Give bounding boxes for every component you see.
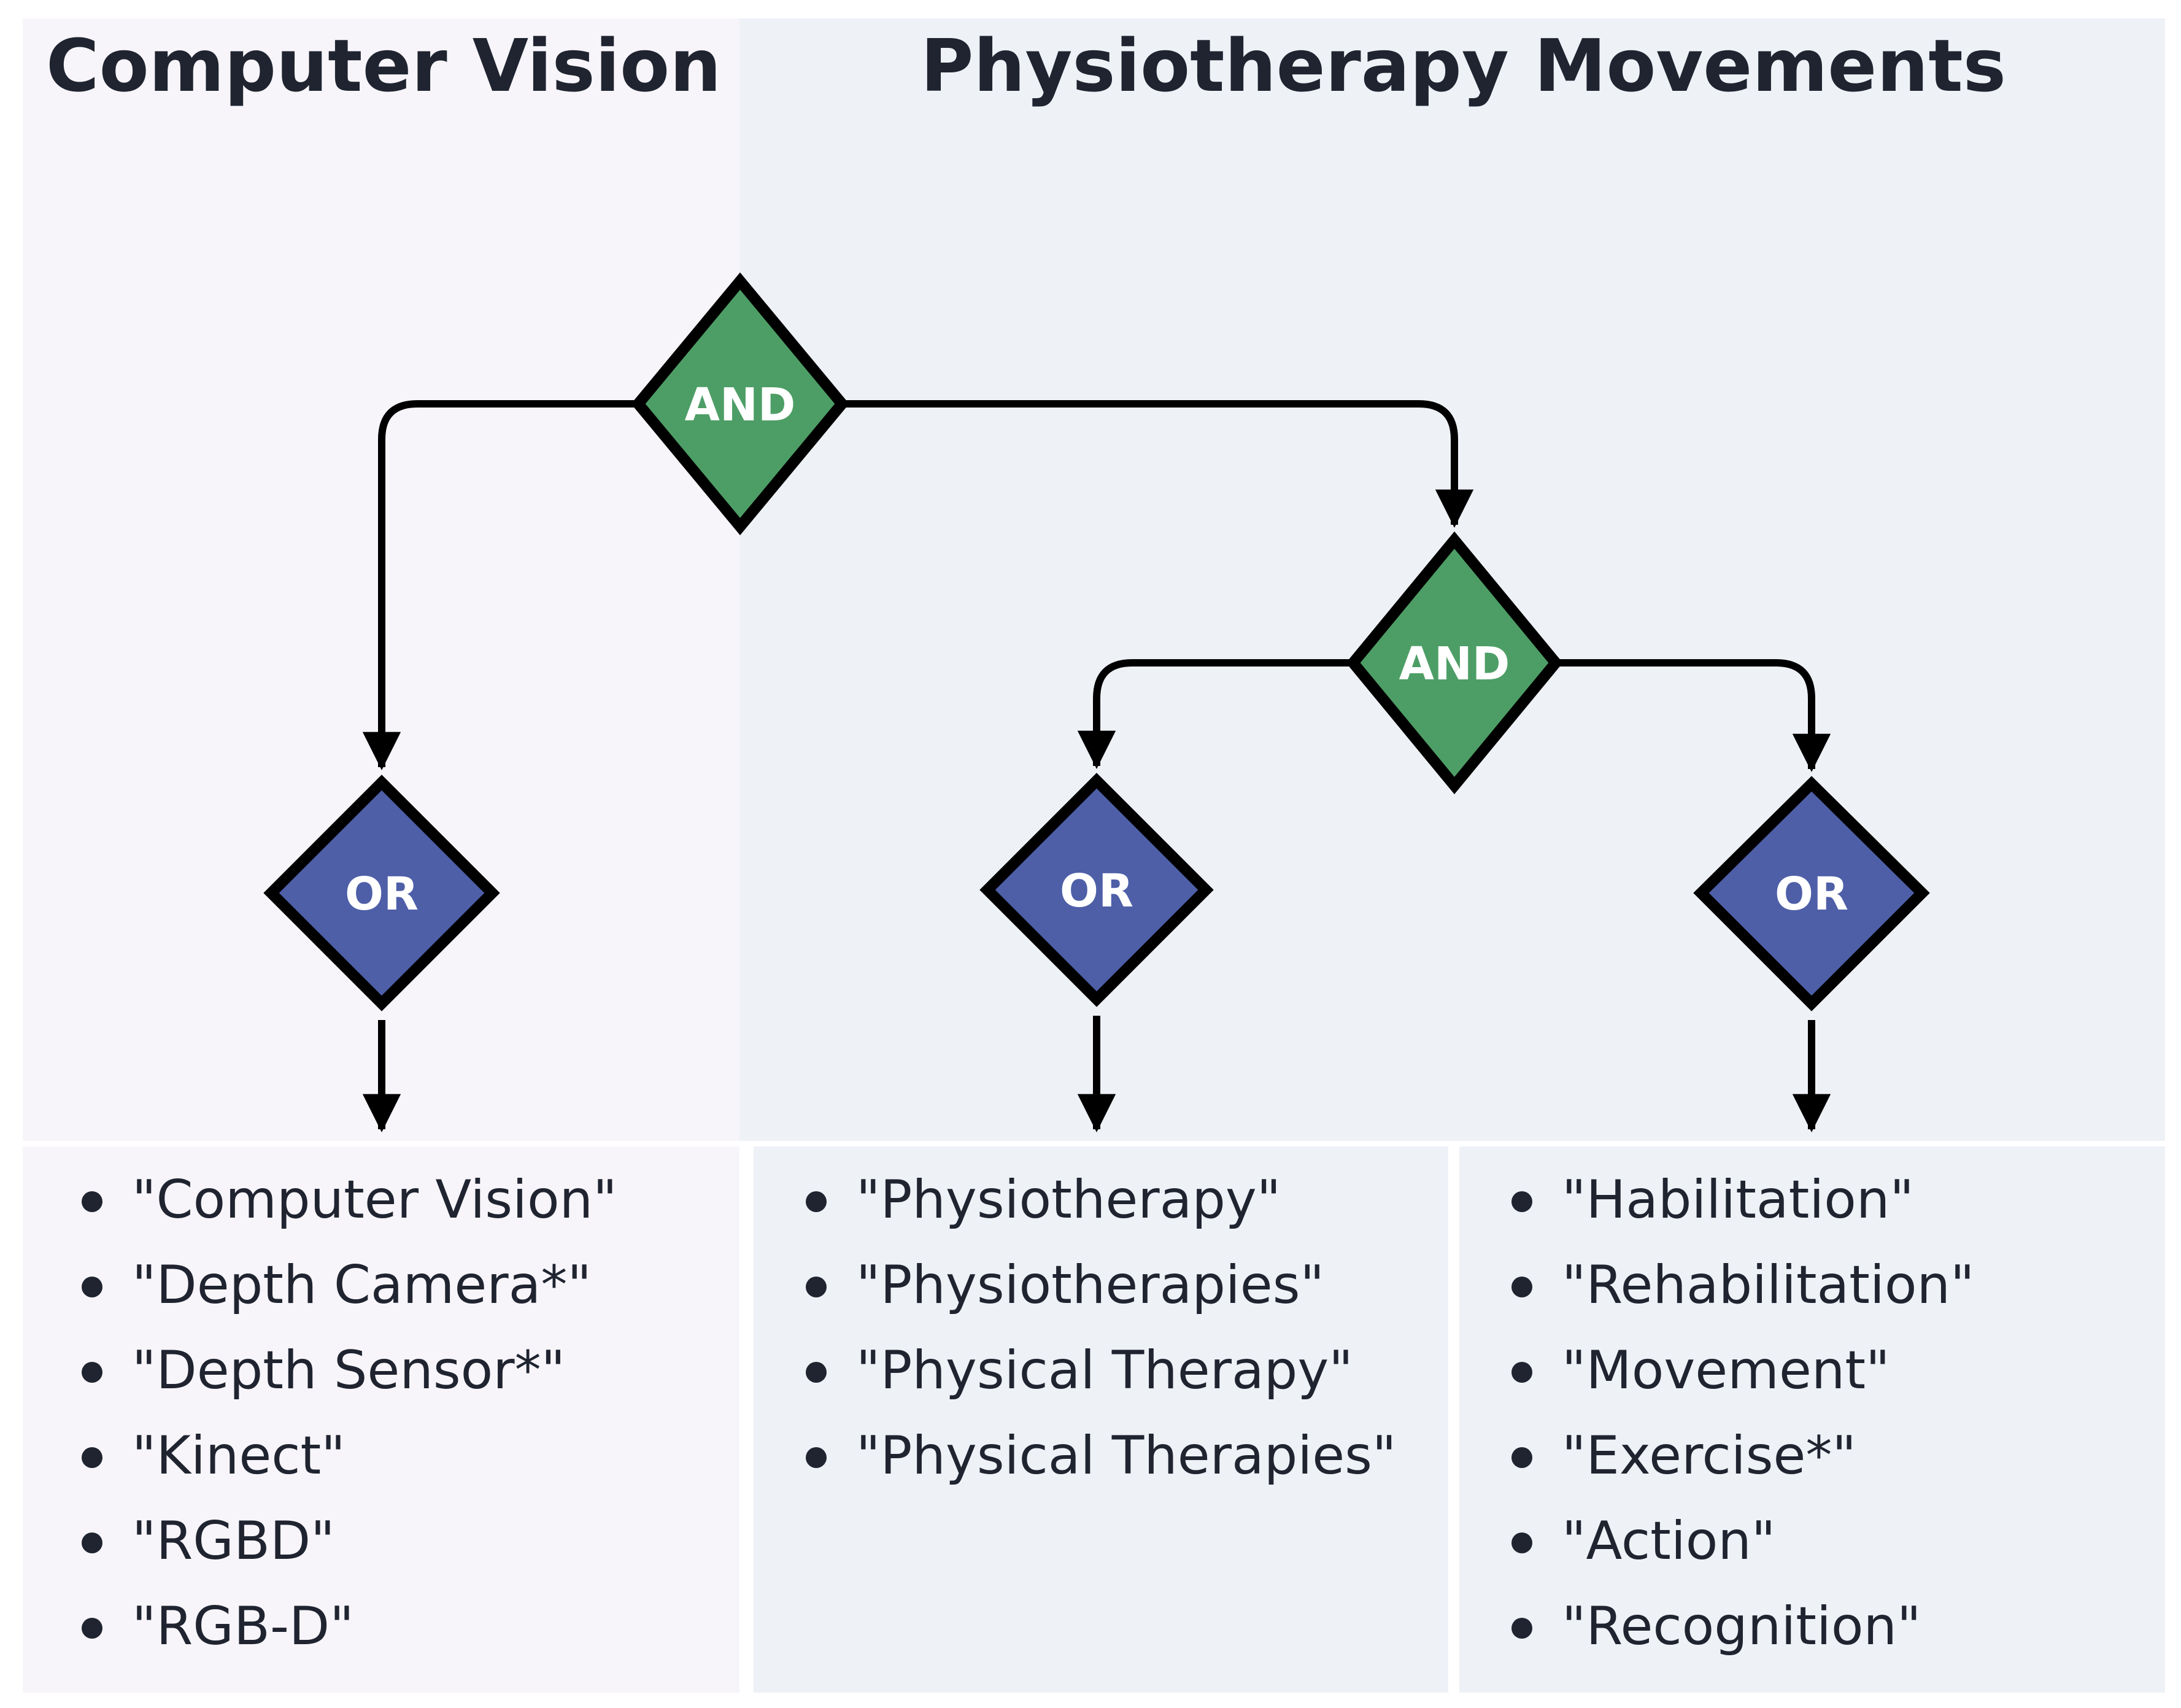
mid-term-item: "Physical Therapy" <box>806 1340 1353 1401</box>
bullet-icon <box>82 1618 102 1639</box>
right-term-label: "Habilitation" <box>1562 1169 1914 1231</box>
mid-term-item: "Physiotherapies" <box>806 1254 1324 1316</box>
right-term-item: "Habilitation" <box>1511 1169 1914 1231</box>
edge-and-root-to-and-right <box>842 400 1474 528</box>
and-right-label: AND <box>1399 638 1510 690</box>
bullet-icon <box>1511 1532 1532 1553</box>
gate-or-right[interactable]: OR <box>1693 776 1930 1011</box>
edge-and-root-to-or-left <box>362 400 638 770</box>
bullet-icon <box>82 1277 102 1297</box>
or-diamond-shape <box>1693 776 1930 1011</box>
or-right-label: OR <box>1775 868 1848 921</box>
bullet-icon <box>1511 1618 1532 1639</box>
edge-and-right-to-or-mid <box>1077 659 1353 769</box>
left-term-item: "Depth Sensor*" <box>82 1340 565 1401</box>
bullet-icon <box>1511 1447 1532 1468</box>
bullet-icon <box>82 1191 102 1212</box>
left-term-label: "Depth Camera*" <box>132 1254 592 1316</box>
bullet-icon <box>82 1362 102 1383</box>
right-term-item: "Rehabilitation" <box>1511 1254 1975 1316</box>
or-diamond-shape <box>263 775 500 1011</box>
edge-and-right-to-or-right <box>1556 659 1831 772</box>
bullet-icon <box>806 1362 827 1383</box>
left-terms-box <box>23 1146 739 1693</box>
left-term-item: "RGB-D" <box>82 1596 354 1657</box>
mid-terms-list: "Physiotherapy" "Physiotherapies" "Physica… <box>806 1169 1397 1486</box>
left-terms-list: "Computer Vision" "Depth Camera*" "Depth S… <box>82 1169 617 1657</box>
and-diamond-shape <box>631 272 849 536</box>
left-term-label: "Depth Sensor*" <box>132 1340 565 1401</box>
bullet-icon <box>806 1277 827 1297</box>
or-mid-label: OR <box>1060 865 1133 918</box>
left-term-item: "Computer Vision" <box>82 1169 617 1231</box>
right-term-label: "Exercise*" <box>1562 1425 1856 1486</box>
or-diamond-shape <box>979 773 1214 1007</box>
right-terms-list: "Habilitation" "Rehabilitation" "Movement"… <box>1511 1169 1975 1657</box>
left-term-label: "RGB-D" <box>132 1596 354 1657</box>
or-left-label: OR <box>345 868 419 921</box>
gate-and-right[interactable]: AND <box>1346 531 1563 795</box>
mid-term-label: "Physical Therapies" <box>856 1425 1397 1486</box>
right-term-label: "Recognition" <box>1562 1596 1921 1657</box>
and-diamond-shape <box>1346 531 1563 795</box>
right-term-label: "Action" <box>1562 1510 1775 1572</box>
mid-term-item: "Physiotherapy" <box>806 1169 1281 1231</box>
mid-term-label: "Physiotherapy" <box>856 1169 1281 1231</box>
bullet-icon <box>1511 1277 1532 1297</box>
right-term-label: "Movement" <box>1562 1340 1890 1401</box>
right-terms-box <box>1459 1146 2165 1693</box>
mid-term-item: "Physical Therapies" <box>806 1425 1397 1486</box>
right-term-item: "Exercise*" <box>1511 1425 1856 1486</box>
left-term-label: "Computer Vision" <box>132 1169 617 1231</box>
right-term-item: "Movement" <box>1511 1340 1890 1401</box>
bullet-icon <box>1511 1362 1532 1383</box>
left-term-label: "Kinect" <box>132 1425 345 1486</box>
left-column-title: Computer Vision <box>46 23 721 108</box>
right-term-item: "Recognition" <box>1511 1596 1921 1657</box>
right-term-label: "Rehabilitation" <box>1562 1254 1975 1316</box>
mid-terms-box <box>754 1146 1448 1693</box>
left-term-label: "RGBD" <box>132 1510 335 1572</box>
mid-term-label: "Physical Therapy" <box>856 1340 1353 1401</box>
mid-term-label: "Physiotherapies" <box>856 1254 1324 1316</box>
gate-and-root[interactable]: AND <box>631 272 849 536</box>
bullet-icon <box>82 1447 102 1468</box>
left-term-item: "Depth Camera*" <box>82 1254 592 1316</box>
gate-or-mid[interactable]: OR <box>979 773 1214 1007</box>
bullet-icon <box>806 1191 827 1212</box>
left-term-item: "RGBD" <box>82 1510 335 1572</box>
bullet-icon <box>806 1447 827 1468</box>
right-term-item: "Action" <box>1511 1510 1775 1572</box>
bullet-icon <box>1511 1191 1532 1212</box>
bullet-icon <box>82 1532 102 1553</box>
and-root-label: AND <box>685 379 796 431</box>
left-term-item: "Kinect" <box>82 1425 345 1486</box>
right-column-title: Physiotherapy Movements <box>921 23 2006 108</box>
gate-or-left[interactable]: OR <box>263 775 500 1011</box>
